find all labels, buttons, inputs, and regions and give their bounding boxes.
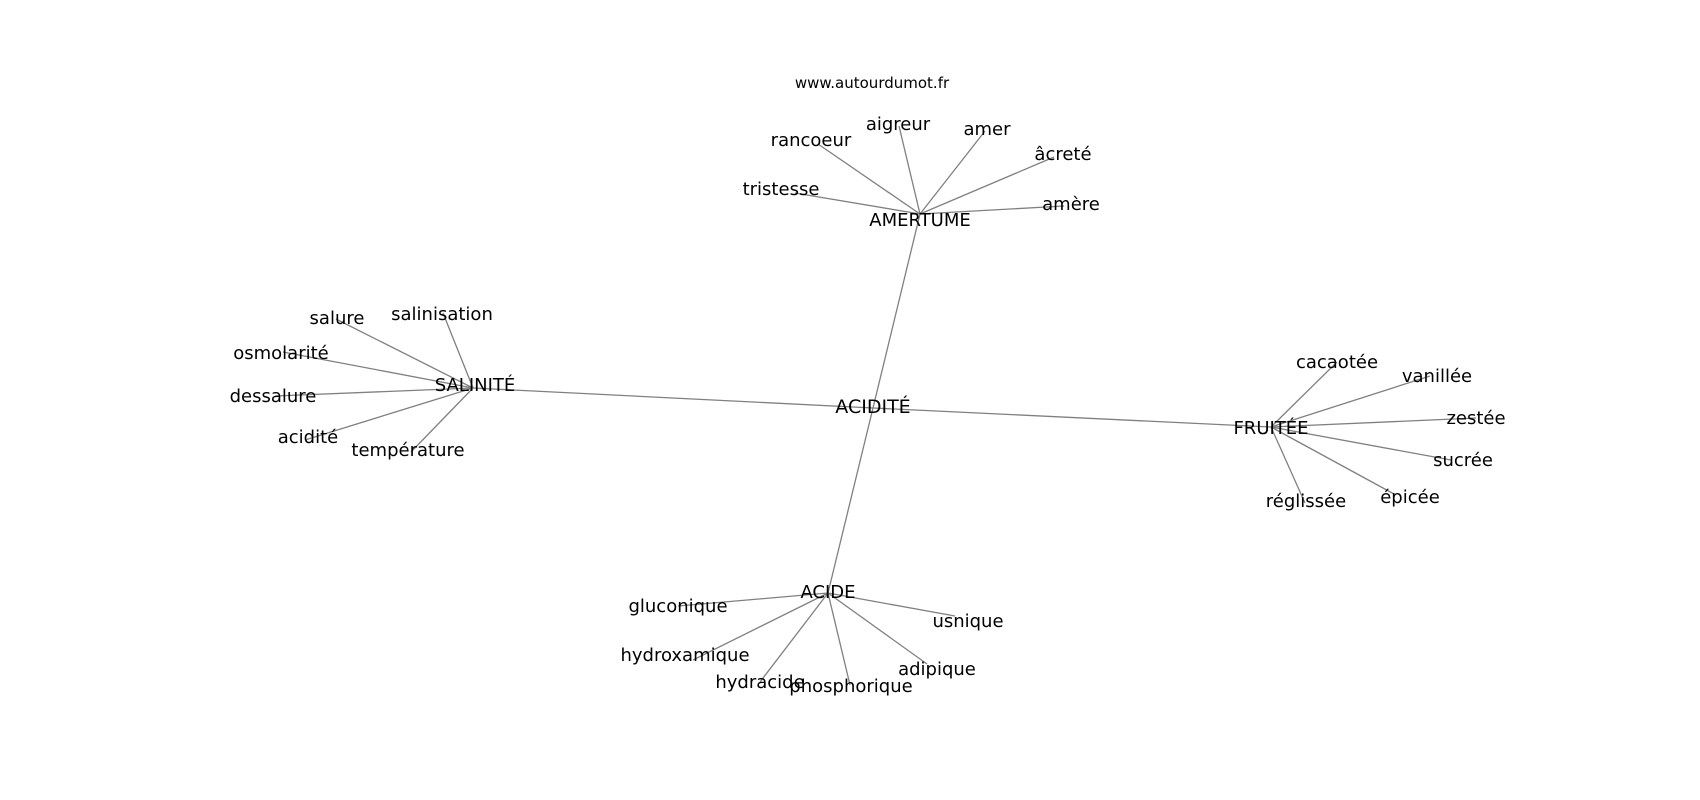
edge-hub-to-leaf — [919, 130, 986, 215]
leaf-node-label: vanillée — [1402, 366, 1472, 387]
edge-hub-to-leaf — [442, 312, 474, 389]
edge-hub-to-leaf — [898, 125, 921, 215]
leaf-node-label: salinisation — [391, 304, 493, 325]
edge-center-to-hub — [872, 213, 921, 409]
leaf-node-label: osmolarité — [233, 343, 329, 364]
leaf-node-label: dessalure — [230, 386, 317, 407]
edge-center-to-hub — [472, 387, 874, 409]
edge-hub-to-leaf — [1270, 426, 1452, 461]
leaf-node-label: aigreur — [866, 114, 931, 135]
edge-hub-to-leaf — [827, 592, 851, 686]
edge-hub-to-leaf — [335, 318, 474, 389]
hub-node-label: FRUITÉE — [1233, 417, 1308, 439]
leaf-node-label: hydroxamique — [620, 645, 749, 666]
leaf-node-label: température — [351, 440, 464, 461]
source-url: www.autourdumot.fr — [795, 74, 950, 92]
leaf-node-label: âcreté — [1034, 144, 1091, 165]
hub-node-label: AMERTUME — [869, 210, 971, 231]
edge-hub-to-leaf — [1270, 426, 1306, 504]
graph-edges — [274, 125, 1477, 686]
edge-hub-to-leaf — [282, 351, 474, 389]
edge-hub-to-leaf — [274, 387, 474, 397]
leaf-node-label: adipique — [898, 659, 976, 680]
edge-hub-to-leaf — [817, 143, 921, 215]
edge-hub-to-leaf — [1270, 361, 1338, 428]
edge-hub-to-leaf — [827, 592, 956, 617]
edge-hub-to-leaf — [919, 156, 1055, 215]
edge-center-to-hub — [872, 407, 1272, 428]
leaf-node-label: cacaotée — [1296, 352, 1378, 373]
leaf-node-label: sucrée — [1433, 450, 1493, 471]
leaf-node-label: amère — [1042, 194, 1100, 215]
leaf-node-label: hydracide — [715, 672, 804, 693]
leaf-node-label: usnique — [932, 611, 1003, 632]
edge-hub-to-leaf — [759, 592, 829, 683]
edge-hub-to-leaf — [410, 387, 474, 453]
leaf-node-label: salure — [310, 308, 365, 329]
leaf-node-label: zestée — [1446, 408, 1505, 429]
center-node-label: ACIDITÉ — [835, 395, 910, 418]
leaf-node-label: amer — [963, 119, 1011, 140]
edge-hub-to-leaf — [677, 592, 829, 607]
leaf-node-label: rancoeur — [771, 130, 852, 151]
leaf-node-label: réglissée — [1266, 491, 1346, 512]
edge-hub-to-leaf — [794, 192, 921, 215]
edge-hub-to-leaf — [1270, 417, 1477, 428]
edge-hub-to-leaf — [692, 592, 829, 661]
edge-hub-to-leaf — [919, 205, 1065, 215]
leaf-node-label: acidité — [278, 427, 339, 448]
edge-hub-to-leaf — [1270, 426, 1395, 495]
edge-hub-to-leaf — [827, 592, 928, 665]
edge-hub-to-leaf — [304, 387, 474, 441]
leaf-node-label: épicée — [1380, 487, 1440, 508]
hub-node-label: ACIDE — [800, 582, 855, 603]
edge-center-to-hub — [827, 407, 874, 594]
leaf-node-label: phosphorique — [789, 676, 912, 697]
edge-hub-to-leaf — [1270, 375, 1431, 428]
hub-node-label: SALINITÉ — [435, 374, 516, 396]
leaf-node-label: tristesse — [743, 179, 820, 200]
leaf-node-label: gluconique — [628, 596, 727, 617]
graph-labels: www.autourdumot.fr ACIDITÉ AMERTUME triste… — [230, 74, 1506, 697]
